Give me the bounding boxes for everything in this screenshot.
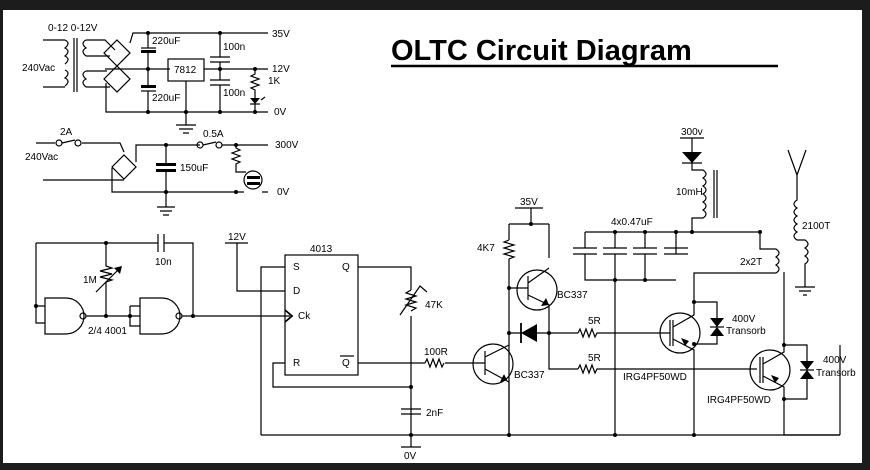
transistor-bc337-bottom: [472, 343, 514, 385]
label-gate-r2: 5R: [588, 353, 601, 364]
label-12v-supply: 12V: [228, 232, 246, 243]
label-gates-4001: 2/4 4001: [88, 326, 127, 337]
output-stage: 300v 10mH 4x0.47uF 2x2T 2100T 400V: [573, 127, 856, 437]
pot-47k: [403, 289, 419, 312]
pin-s: S: [293, 262, 300, 273]
diode-icon: [521, 324, 537, 342]
label-resistor-100r: 100R: [424, 347, 448, 358]
diagram-canvas: OLTC Circuit Diagram 0-12 0-12V 240Vac 2…: [3, 10, 862, 463]
transformer-secondary-coil: [82, 39, 88, 57]
label-resistor-1k: 1K: [268, 76, 281, 87]
secondary-wires: [86, 39, 116, 88]
rail-35v-wire: [129, 32, 268, 44]
label-igbt-1: IRG4PF50WD: [623, 372, 687, 383]
primary-winding-2x2t: [693, 232, 780, 302]
driver-stage: 35V 4K7 BC337 BC337 5R 5R: [472, 197, 757, 437]
label-cap-100n-bottom: 100n: [223, 88, 245, 99]
label-transformer-secondary: 0-12 0-12V: [48, 23, 98, 34]
label-hv-0v: 0V: [277, 187, 290, 198]
label-cap-2nf: 2nF: [426, 408, 443, 419]
label-pot-1m: 1M: [83, 275, 97, 286]
label-psu-low-input: 240Vac: [22, 63, 55, 74]
label-cap-220uf-top: 220uF: [152, 36, 180, 47]
ground-symbol: [176, 112, 196, 134]
label-gate-r1: 5R: [588, 316, 601, 327]
high-voltage-psu: 2A 240Vac 150uF 0.5A 300V 0V: [25, 127, 299, 216]
label-300v-supply: 300v: [681, 127, 703, 138]
bridge-rectifier-hv: [111, 154, 137, 180]
resistor-100r: [424, 357, 445, 369]
fuse-wires: [36, 142, 125, 153]
ic-4013: [284, 254, 359, 376]
label-regulator: 7812: [174, 65, 197, 76]
led-icon: [250, 98, 260, 104]
label-35v-supply: 35V: [520, 197, 538, 208]
neon-indicator: [243, 170, 263, 190]
primary-leads: [43, 39, 65, 88]
inductor-10mh: [691, 163, 707, 232]
label-rail-35v: 35V: [272, 29, 290, 40]
resistor-1k: [249, 69, 261, 98]
label-tvs1-type: Transorb: [726, 326, 766, 337]
cap-bank: [573, 247, 688, 255]
label-ground-0v: 0V: [404, 451, 417, 462]
label-psu-high-input: 240Vac: [25, 152, 58, 163]
label-tvs2-voltage: 400V: [823, 355, 847, 366]
transistor-bc337-top: [516, 269, 558, 311]
label-fuse-2a: 2A: [60, 127, 73, 138]
label-bc337-bottom: BC337: [514, 370, 545, 381]
pin-d: D: [293, 286, 300, 297]
resistor-4k7: [501, 239, 517, 435]
low-voltage-psu: 0-12 0-12V 240Vac 220uF 220uF 7812: [22, 23, 290, 134]
pot-1m: [99, 243, 115, 316]
label-resistor-4k7: 4K7: [477, 243, 495, 254]
label-ic-4013: 4013: [310, 244, 333, 255]
nor-gate-2: [139, 297, 181, 335]
label-pot-47k: 47K: [425, 300, 443, 311]
pin-qbar: Q: [342, 358, 350, 369]
label-cap-100n-top: 100n: [223, 42, 245, 53]
label-rail-0v: 0V: [274, 107, 287, 118]
bridge-rectifier-bottom: [103, 65, 131, 93]
hv-wires: [43, 144, 236, 193]
igbt-2: [749, 349, 791, 391]
antenna-icon: [787, 149, 807, 176]
pin-r: R: [293, 358, 300, 369]
pin-ck: Ck: [298, 311, 311, 322]
transformer-secondary-coil-2: [82, 70, 88, 88]
label-rail-300v: 300V: [275, 140, 299, 151]
label-cap-220uf-bottom: 220uF: [152, 93, 180, 104]
label-rail-12v: 12V: [272, 64, 290, 75]
gate-resistor-1: [577, 327, 660, 339]
resistor-neon: [230, 145, 246, 173]
transformer-primary-coil-2: [63, 69, 69, 87]
label-tvs2-type: Transorb: [816, 368, 856, 379]
label-cap-10n: 10n: [155, 257, 172, 268]
gate-resistor-2: [577, 363, 757, 375]
label-inductor-10mh: 10mH: [676, 187, 703, 198]
label-fuse-05a: 0.5A: [203, 129, 224, 140]
nor-gate-1: [44, 297, 85, 335]
oscillator: 10n 1M 2/4 4001: [34, 234, 290, 337]
label-primary-2x2t: 2x2T: [740, 257, 762, 268]
hv-diode-icon: [682, 152, 702, 163]
pin-q: Q: [342, 262, 350, 273]
label-cap-150uf: 150uF: [180, 163, 208, 174]
label-igbt-2: IRG4PF50WD: [707, 395, 771, 406]
diagram-title: OLTC Circuit Diagram: [391, 35, 692, 67]
label-secondary-2100t: 2100T: [802, 221, 830, 232]
label-caps: 4x0.47uF: [611, 217, 653, 228]
transformer-primary-coil: [63, 39, 69, 65]
rail-0v-wire: [105, 83, 268, 113]
label-tvs1-voltage: 400V: [732, 314, 756, 325]
fuse-2a: [55, 139, 63, 147]
secondary-winding-2100t: [793, 175, 809, 287]
flip-flop: 12V 4013 S D Ck R Q Q 47K 100R 2nF 0V: [225, 232, 840, 462]
ground-symbol-secondary: [795, 286, 815, 296]
label-bc337-top: BC337: [557, 290, 588, 301]
circuit-schematic: OLTC Circuit Diagram 0-12 0-12V 240Vac 2…: [22, 23, 856, 462]
bridge-rectifier-top: [103, 39, 131, 67]
